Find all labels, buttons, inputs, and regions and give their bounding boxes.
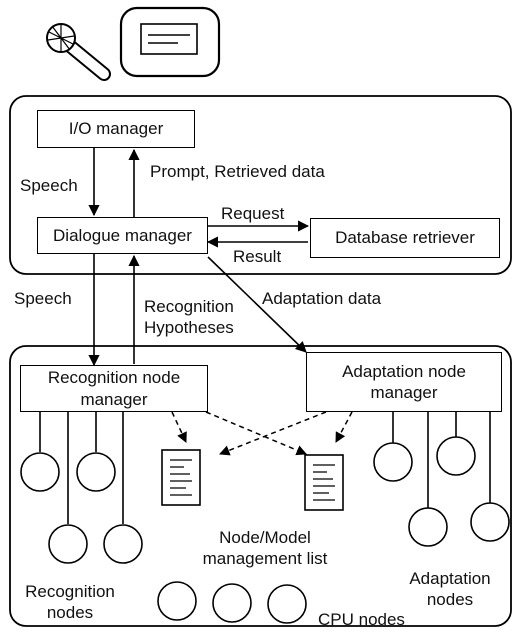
adaptation-data-arrow [207, 256, 307, 353]
recognition-node-manager-label-1: Recognition node [47, 368, 181, 388]
recognition-hypotheses-label: Recognition Hypotheses [144, 297, 234, 338]
recognition-hypotheses-line-1: Recognition [144, 297, 234, 316]
node-model-list-line-2: management list [202, 548, 328, 568]
adaptation-nodes-line-2: nodes [426, 589, 474, 609]
management-list-document-left [161, 449, 201, 506]
node-model-list-line-1: Node/Model [219, 528, 311, 547]
dialogue-system-container [9, 95, 512, 275]
result-label: Result [233, 247, 282, 266]
adaptation-node-manager-box: Adaptation node manager [306, 352, 502, 412]
microphone-icon [46, 23, 111, 81]
display-icon [119, 6, 221, 78]
management-list-document-right [304, 454, 344, 511]
adaptation-node-manager-label-1: Adaptation node [342, 361, 466, 381]
adaptation-data-label: Adaptation data [262, 289, 382, 308]
database-retriever-label: Database retriever [335, 228, 475, 248]
dialogue-manager-box: Dialogue manager [37, 217, 208, 254]
recognition-nodes [20, 412, 143, 564]
recognition-nodes-line-1: Recognition [25, 582, 115, 601]
request-label: Request [221, 204, 285, 223]
dialogue-manager-label: Dialogue manager [53, 225, 192, 245]
cpu-nodes-label: CPU nodes [318, 610, 405, 629]
prompt-retrieved-data-label: Prompt, Retrieved data [150, 162, 325, 181]
speech-label-lower: Speech [14, 289, 72, 308]
recognition-hypotheses-line-2: Hypotheses [144, 317, 234, 337]
speech-label-upper: Speech [20, 176, 78, 195]
node-model-management-list-label: Node/Model management list [190, 528, 340, 569]
adaptation-node-manager-label-2: manager [370, 383, 438, 402]
recognition-node-manager-box: Recognition node manager [20, 365, 208, 412]
node-cluster-container [9, 345, 512, 627]
adaptation-nodes-line-1: Adaptation [409, 569, 491, 588]
io-manager-label: I/O manager [68, 119, 164, 139]
cpu-nodes [157, 581, 307, 624]
recognition-nodes-label: Recognition nodes [20, 582, 120, 623]
management-list-dashed-arrows [171, 411, 353, 456]
database-retriever-box: Database retriever [310, 218, 500, 258]
recognition-node-manager-label-2: manager [80, 389, 148, 409]
recognition-nodes-line-2: nodes [46, 602, 94, 622]
adaptation-nodes [373, 412, 510, 547]
adaptation-nodes-label: Adaptation nodes [400, 569, 500, 610]
io-manager-box: I/O manager [37, 110, 195, 148]
